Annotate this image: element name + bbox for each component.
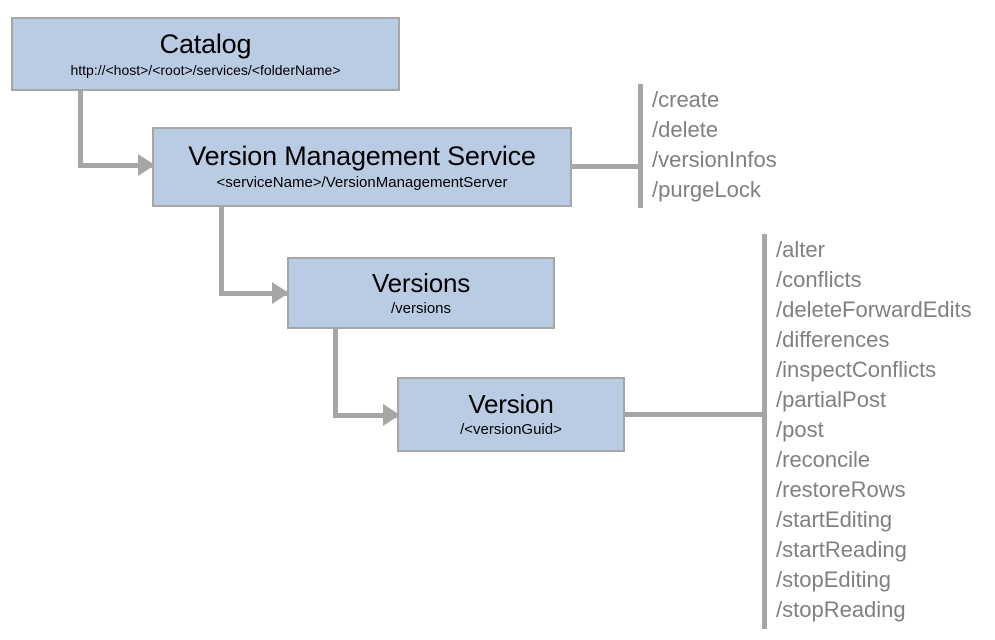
operation-item: /post	[776, 417, 824, 442]
operation-item: /conflicts	[776, 267, 862, 292]
node-version-management-service-title: Version Management Service	[188, 141, 536, 172]
operation-list-version: /alter /conflicts /deleteForwardEdits /d…	[776, 235, 972, 625]
bracket-vms-operations	[638, 84, 643, 208]
node-catalog-title: Catalog	[159, 28, 252, 59]
arrow-head-icon-catalog-to-vms	[138, 154, 155, 176]
node-version-path: /<versionGuid>	[460, 421, 562, 439]
operation-item: /startEditing	[776, 507, 893, 532]
operation-item: /delete	[652, 117, 719, 142]
operation-list-version-management-service: /create /delete /versionInfos /purgeLock	[652, 85, 777, 205]
operation-item: /partialPost	[776, 387, 887, 412]
operation-item: /inspectConflicts	[776, 357, 937, 382]
connector-vms-to-versions-horizontal	[219, 291, 292, 296]
connector-vms-to-versions-vertical	[219, 206, 224, 294]
node-versions: Versions /versions	[287, 257, 555, 329]
node-version-management-service: Version Management Service <serviceName>…	[152, 127, 572, 207]
arrow-head-icon-vms-to-versions	[272, 282, 289, 304]
bracket-version-operations	[762, 234, 767, 629]
arrow-head-icon-versions-to-version	[383, 404, 400, 426]
node-versions-path: /versions	[390, 299, 452, 317]
operation-item: /create	[652, 87, 720, 112]
operation-item: /deleteForwardEdits	[776, 297, 972, 322]
operation-item: /differences	[776, 327, 890, 352]
operation-item: /restoreRows	[776, 477, 906, 502]
connector-catalog-to-vms-vertical	[78, 90, 83, 166]
connector-catalog-to-vms-horizontal	[78, 163, 155, 168]
node-version-title: Version	[468, 389, 554, 420]
leader-line-version-operations	[622, 412, 764, 417]
operation-item: /purgeLock	[652, 177, 761, 202]
connector-versions-to-version-vertical	[333, 328, 338, 416]
operation-item: /stopEditing	[776, 567, 891, 592]
operation-item: /startReading	[776, 537, 907, 562]
node-version: Version /<versionGuid>	[397, 377, 625, 452]
node-versions-title: Versions	[371, 267, 471, 298]
operation-item: /reconcile	[776, 447, 871, 472]
operation-item: /alter	[776, 237, 825, 262]
operation-item: /stopReading	[776, 597, 906, 622]
operation-item: /versionInfos	[652, 147, 777, 172]
connector-versions-to-version-horizontal	[333, 413, 403, 418]
node-catalog: Catalog http://<host>/<root>/services/<f…	[11, 17, 400, 91]
node-catalog-path: http://<host>/<root>/services/<folderNam…	[70, 62, 341, 79]
node-version-management-service-path: <serviceName>/VersionManagementServer	[216, 174, 508, 192]
leader-line-vms-operations	[570, 164, 640, 169]
